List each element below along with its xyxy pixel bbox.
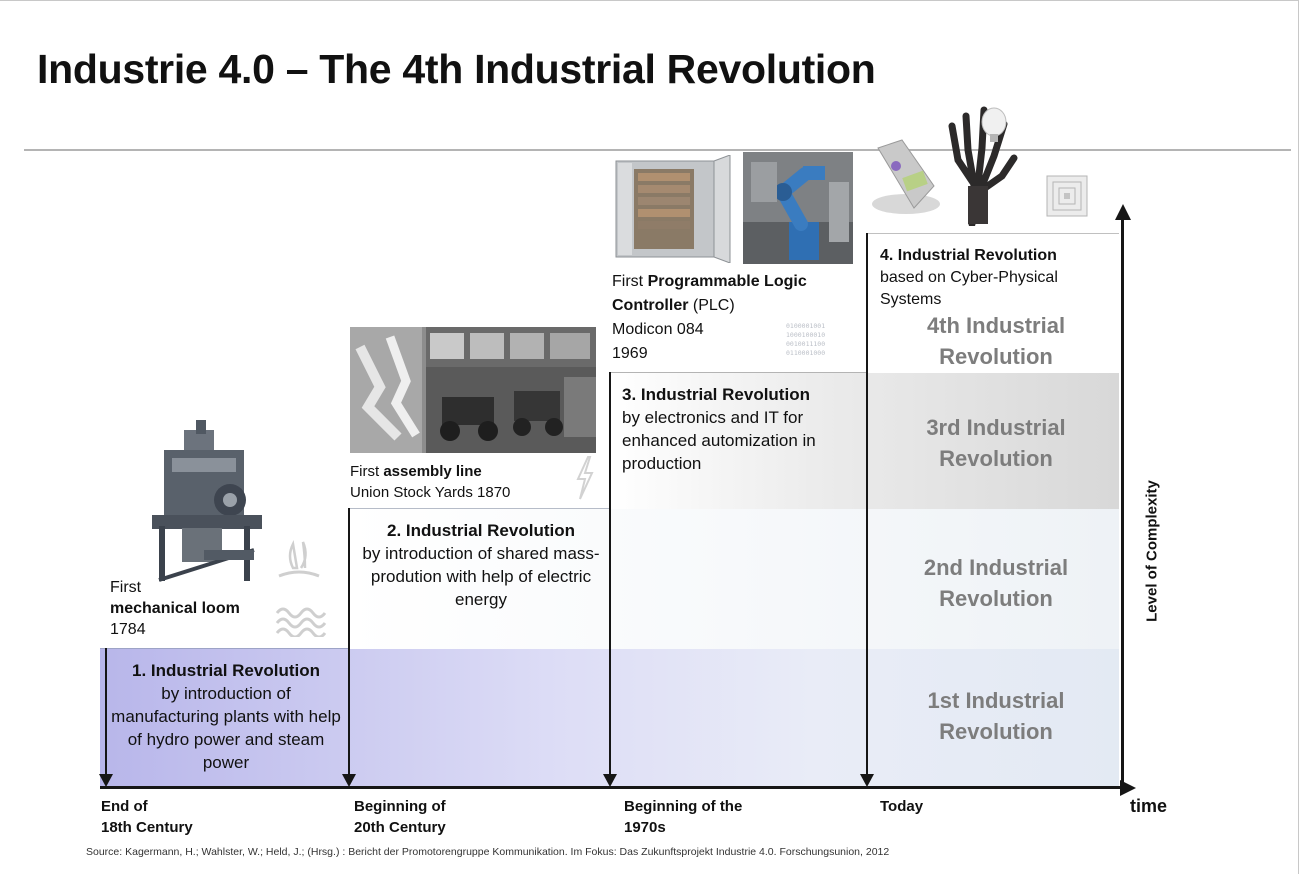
complexity-axis — [1121, 218, 1124, 788]
revolution-2: 2. Industrial Revolution by introduction… — [358, 519, 604, 611]
water-wave-icon — [275, 607, 327, 637]
page-title: Industrie 4.0 – The 4th Industrial Revol… — [37, 46, 876, 92]
invention-1-caption: First mechanical loom 1784 — [110, 577, 240, 640]
binary-line: 0110001000 — [786, 349, 826, 357]
binary-line: 0010011100 — [786, 340, 826, 348]
invention-3-year: 1969 — [612, 345, 648, 362]
era-2-arrow — [342, 774, 356, 787]
invention-3-name: Programmable Logic Controller — [612, 273, 807, 314]
level-band-2 — [348, 508, 1119, 649]
revolution-1: 1. Industrial Revolution by introduction… — [108, 659, 344, 774]
complexity-axis-label: Level of Complexity — [1143, 480, 1161, 622]
era-4-arrow — [860, 774, 874, 787]
time-axis-label: time — [1130, 796, 1168, 816]
revolution-3-title: 3. Industrial Revolution — [622, 385, 810, 404]
invention-2-name: assembly line — [383, 463, 482, 480]
invention-2-detail: Union Stock Yards 1870 — [350, 484, 511, 501]
era-3-arrow — [603, 774, 617, 787]
era-4-line — [866, 233, 868, 776]
binary-decoration: 0100001001 1000100010 0010011100 0110001… — [786, 322, 825, 358]
rfid-chip-icon — [1046, 175, 1088, 217]
revolution-2-description: by introduction of shared mass-prodution… — [362, 544, 600, 609]
invention-3-detail: Modicon 084 — [612, 321, 704, 338]
era-label-1: End of 18th Century — [101, 798, 193, 836]
era-3-line — [609, 372, 611, 776]
era-1-arrow — [99, 774, 113, 787]
level-band-3 — [609, 372, 1119, 509]
revolution-4-description: based on Cyber-Physical Systems — [880, 269, 1058, 308]
level-label-3: 3rd Industrial Revolution — [926, 415, 1066, 471]
steam-icon — [278, 540, 320, 578]
title-divider — [24, 149, 1291, 151]
revolution-1-description: by introduction of manufacturing plants … — [111, 684, 341, 772]
era-2-line — [348, 508, 350, 776]
complexity-axis-arrow-icon — [1115, 204, 1131, 220]
revolution-3: 3. Industrial Revolution by electronics … — [622, 383, 867, 475]
revolution-2-title: 2. Industrial Revolution — [387, 521, 575, 540]
era-1-line — [105, 648, 107, 776]
revolution-4-title: 4. Industrial Revolution — [880, 247, 1057, 264]
source-citation: Source: Kagermann, H.; Wahlster, W.; Hel… — [86, 846, 890, 858]
plc-cabinet-image — [615, 155, 731, 263]
handheld-scanner-image — [872, 139, 940, 214]
level-label-4: 4th Industrial Revolution — [926, 313, 1066, 369]
level-band-4 — [866, 233, 1119, 373]
invention-3-suffix: (PLC) — [692, 297, 735, 314]
time-axis-arrow-icon — [1120, 780, 1136, 796]
welding-robot-image — [743, 152, 853, 264]
invention-1-prefix: First — [110, 579, 142, 596]
level-label-1: 1st Industrial Revolution — [927, 688, 1065, 744]
level-label-2: 2nd Industrial Revolution — [923, 555, 1069, 611]
invention-1-detail: 1784 — [110, 621, 146, 638]
era-label-3: Beginning of the 1970s — [624, 798, 743, 836]
robotic-hand-image — [948, 106, 1018, 226]
binary-line: 0100001001 — [786, 322, 826, 330]
revolution-3-description: by electronics and IT for enhanced autom… — [622, 408, 816, 473]
era-label-4: Today — [880, 798, 924, 815]
mechanical-loom-image — [152, 420, 262, 582]
time-axis — [100, 786, 1122, 789]
assembly-line-image — [350, 327, 596, 453]
invention-1-name: mechanical loom — [110, 600, 240, 617]
invention-3-prefix: First — [612, 273, 644, 290]
invention-2-prefix: First — [350, 463, 380, 480]
binary-line: 1000100010 — [786, 331, 826, 339]
era-label-2: Beginning of 20th Century — [354, 798, 446, 836]
electricity-icon — [576, 456, 594, 500]
invention-3-caption: First Programmable Logic Controller (PLC… — [612, 270, 837, 366]
revolution-4: 4. Industrial Revolution based on Cyber-… — [880, 245, 1114, 311]
invention-2-caption: First assembly line Union Stock Yards 18… — [350, 461, 510, 503]
revolution-1-title: 1. Industrial Revolution — [132, 661, 320, 680]
